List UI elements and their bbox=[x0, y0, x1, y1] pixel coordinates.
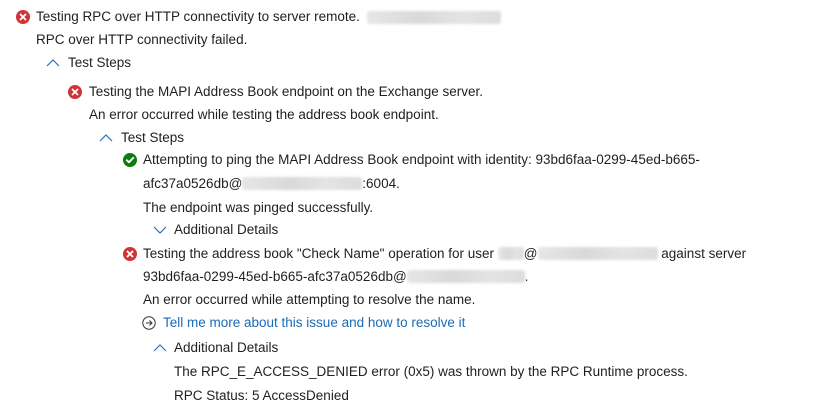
error-icon bbox=[123, 247, 137, 261]
detail-line: The RPC_E_ACCESS_DENIED error (0x5) was … bbox=[174, 364, 688, 379]
ping-test-title-line1: Attempting to ping the MAPI Address Book… bbox=[143, 152, 700, 167]
checkname-test-result: An error occurred while attempting to re… bbox=[143, 292, 476, 307]
additional-details-label: Additional Details bbox=[174, 340, 279, 355]
help-link-text[interactable]: Tell me more about this issue and how to… bbox=[163, 315, 466, 330]
additional-details-label: Additional Details bbox=[174, 222, 279, 237]
chevron-down-icon bbox=[153, 226, 167, 234]
mapi-test-title: Testing the MAPI Address Book endpoint o… bbox=[89, 84, 483, 99]
test-steps-label: Test Steps bbox=[121, 130, 185, 145]
chevron-up-icon bbox=[153, 344, 167, 352]
error-icon bbox=[16, 10, 30, 24]
root-test-title: Testing RPC over HTTP connectivity to se… bbox=[36, 9, 360, 24]
checkname-test-title-line1: Testing the address book "Check Name" op… bbox=[143, 246, 747, 261]
chevron-up-icon bbox=[99, 134, 113, 142]
ping-test-result: The endpoint was pinged successfully. bbox=[143, 200, 374, 215]
redacted-domain bbox=[537, 247, 658, 260]
redacted-user bbox=[497, 247, 524, 260]
redacted-server bbox=[367, 11, 501, 24]
checkname-test-title-line2: 93bd6faa-0299-45ed-b665-afc37a0526db@. bbox=[143, 269, 529, 284]
chevron-up-icon bbox=[46, 59, 60, 67]
redacted-server bbox=[242, 177, 363, 190]
ping-test-title-line2: afc37a0526db@:6004. bbox=[143, 176, 400, 191]
mapi-test-result: An error occurred while testing the addr… bbox=[89, 107, 439, 122]
redacted-server bbox=[406, 270, 525, 283]
root-test-result: RPC over HTTP connectivity failed. bbox=[36, 32, 248, 47]
success-check-icon bbox=[123, 153, 137, 167]
arrow-circle-right-icon bbox=[142, 316, 156, 330]
detail-line: RPC Status: 5 AccessDenied bbox=[174, 388, 349, 403]
error-icon bbox=[68, 85, 82, 99]
test-steps-label: Test Steps bbox=[68, 55, 132, 70]
